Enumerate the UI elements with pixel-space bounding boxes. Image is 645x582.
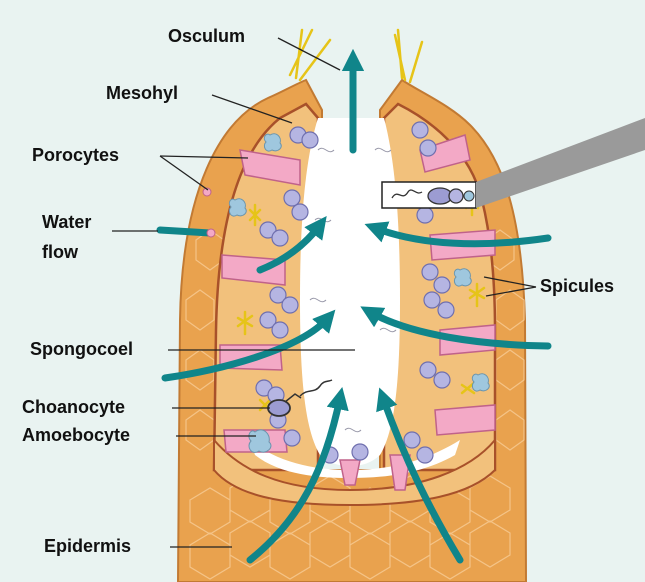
label-mesohyl: Mesohyl xyxy=(106,83,178,104)
label-osculum: Osculum xyxy=(168,26,245,47)
label-water-flow-line1: Water xyxy=(42,212,91,233)
label-spicules: Spicules xyxy=(540,276,614,297)
label-spongocoel: Spongocoel xyxy=(30,339,133,360)
label-amoebocyte: Amoebocyte xyxy=(22,425,130,446)
spongocoel-cavity xyxy=(300,118,400,466)
porocyte-opening xyxy=(207,229,215,237)
choanocyte-inset xyxy=(382,182,476,208)
label-epidermis: Epidermis xyxy=(44,536,131,557)
label-choanocyte: Choanocyte xyxy=(22,397,125,418)
arrow-water-flow-in xyxy=(160,230,210,233)
label-water-flow-line2: flow xyxy=(42,242,78,263)
label-porocytes: Porocytes xyxy=(32,145,119,166)
